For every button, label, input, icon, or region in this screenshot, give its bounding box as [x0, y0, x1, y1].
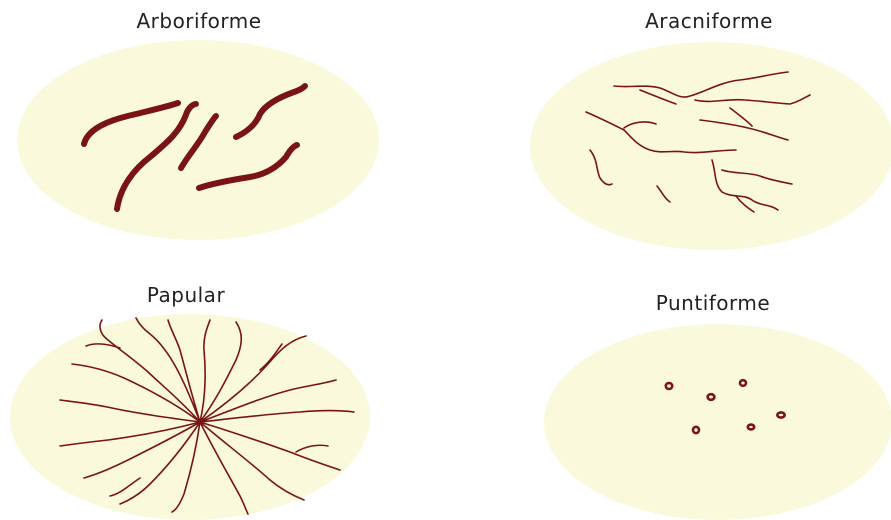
panel-aracniforme [530, 42, 891, 250]
disc-aracniforme [530, 42, 891, 250]
panel-puntiforme [544, 324, 891, 520]
panel-papular [10, 314, 370, 520]
disc-papular [10, 314, 370, 520]
panel-arboriforme [17, 40, 379, 240]
disc-puntiforme [544, 324, 891, 520]
